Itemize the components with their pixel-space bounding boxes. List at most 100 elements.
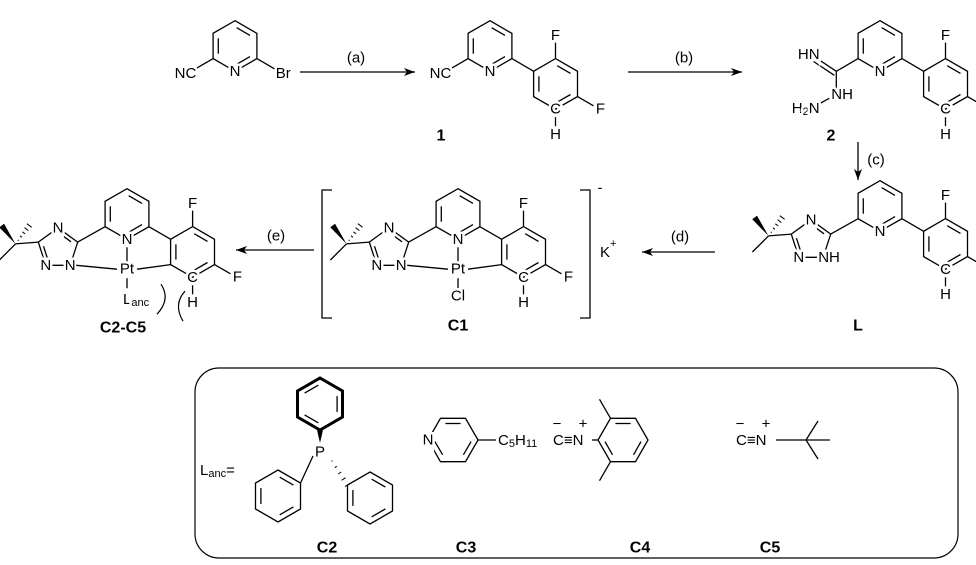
double-bond [946,225,961,234]
arrow-head [731,68,742,76]
pyridine-nitrogen: N [122,231,133,248]
ring-bond [467,19,513,73]
pyridine-ring [857,19,903,73]
triazole-n-top: N [806,211,817,228]
pyridine-nitrogen-c3: N [423,432,434,449]
counterion: K+ [600,238,616,261]
nitrile-group: NC [175,65,197,82]
pentyl-group: C5H11 [498,432,537,451]
hash [341,477,346,481]
arrow-head [642,248,653,256]
text-part: H [792,99,803,116]
ancillary-ligand-definition: Lanc= [200,462,235,481]
isocyanide-n-charge-c5: + [762,416,771,433]
hydrazide-nh: NH [831,86,853,103]
double-bond [462,441,472,456]
double-bond [279,506,294,516]
text-part: 5 [509,438,515,450]
bond [148,226,172,240]
bond [901,218,925,232]
compound-label-L: L [853,318,863,335]
hash [779,215,785,220]
triazole-n-bottom-left: N [793,249,804,266]
difluorophenyl-ring [169,225,216,279]
text-part: L [200,462,208,479]
pyridine-nitrogen: N [453,231,464,248]
double-bond [813,60,835,76]
arrow-step-e [236,246,314,254]
hash [344,482,351,488]
ch-carbon: C [187,269,198,286]
text-part: C [498,432,509,449]
p-phenyl-bond [299,455,314,484]
double-bond [556,65,571,74]
isocyanide-c-charge-c5: − [736,416,745,433]
ring-bond [922,57,969,110]
ring-bond [37,241,47,266]
hash [17,239,19,242]
triazole-n-bottom-left: N [40,257,51,274]
hash [19,235,23,238]
text-part: ≡ [564,432,573,449]
p-phenyl-wedge [317,430,323,443]
isocyanide-c-charge-c4: − [553,416,562,433]
ancillary-ligand: Lanc [123,291,150,310]
bond [901,58,925,72]
ring-bond [532,57,579,110]
double-bond [434,441,444,456]
fluorine-top: F [551,27,560,44]
bond [467,263,502,270]
ch-hydrogen: H [518,294,529,311]
nitrile-group: NC [430,65,452,82]
ch-carbon: C [940,101,951,118]
double-bond [59,233,72,243]
platinum: Pt [120,261,135,278]
amino-group: H2N [792,99,820,118]
fluorine-top: F [188,195,197,212]
text-part: 11 [526,438,537,450]
step-label-e: (e) [267,228,285,245]
fluorine-top: F [941,27,950,44]
pyridine-ring [857,179,903,233]
bond [479,226,503,240]
tbu-hashed-bond [348,223,363,242]
ring-bond [822,233,832,258]
ch-carbon: C [518,269,529,286]
ligand-label-C4: C4 [630,540,651,557]
ch-carbon: C [940,261,951,278]
triazole-n-top: N [53,219,64,236]
text-part: H [515,432,526,449]
arrow-head [404,68,415,76]
phenyl-ring-right [346,471,394,525]
ch-hydrogen: H [187,294,198,311]
pyridine-ring [212,19,258,73]
text-part: anc [208,468,226,480]
hash [334,465,338,469]
ring-bond [296,376,344,432]
difluorophenyl-ring [500,225,547,279]
hash [337,471,342,475]
double-bond [491,56,506,65]
bond [15,241,39,245]
bond [190,58,214,72]
hash [775,223,779,227]
triazole-nh: NH [818,249,840,266]
double-bond [812,225,825,235]
step-label-c: (c) [867,152,885,169]
methyl-bond [598,398,612,419]
pyridine-nitrogen: N [230,63,241,80]
bromine: Br [276,65,291,82]
double-bond [390,233,403,243]
double-bond [491,27,506,36]
triazole-n-bottom-left: N [371,257,382,274]
hash [24,227,29,231]
anion-charge: - [598,180,603,197]
arrow-step-b [628,68,742,76]
tbu-wedge-bond [752,215,769,236]
text-part: C [553,432,564,449]
double-bond [193,261,208,271]
double-bond [946,253,961,263]
tbu-hashed-bond [17,223,33,242]
bond [577,96,594,107]
double-bond [524,233,539,242]
